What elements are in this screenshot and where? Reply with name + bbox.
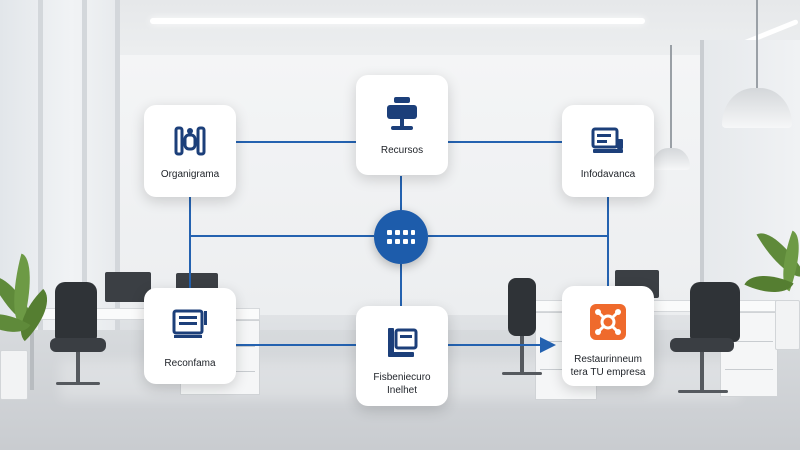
node-label: Recursos [380, 145, 424, 156]
org-chart-icon [168, 119, 212, 163]
node-reconfama[interactable]: Reconfama [144, 288, 236, 384]
node-label-line-2: Inelhet [386, 385, 418, 396]
office-chair-seat [50, 338, 106, 352]
node-restaurinneum[interactable]: Restaurinneum tera TU empresa [562, 286, 654, 386]
window-mullion [82, 0, 87, 330]
pendant-lamp [652, 148, 690, 170]
left-window [0, 0, 120, 330]
desk-leg [30, 320, 34, 390]
office-chair [690, 282, 740, 342]
ceiling-light-strip [150, 18, 645, 24]
user-desk-icon [380, 91, 424, 135]
monitor [105, 272, 151, 302]
window-mullion [115, 0, 120, 330]
document-list-icon [168, 302, 212, 346]
node-recursos[interactable]: Recursos [356, 75, 448, 175]
node-label: Fisbeniecuro [373, 372, 431, 383]
hub-node[interactable] [374, 210, 428, 264]
grid-dots-icon [387, 230, 415, 244]
presentation-board-icon [586, 119, 630, 163]
chair-base [678, 390, 728, 393]
lamp-cord [756, 0, 758, 90]
drawer-line [725, 369, 773, 370]
chair-post [520, 336, 524, 372]
node-organigrama[interactable]: Organigrama [144, 105, 236, 197]
chair-post [700, 352, 704, 390]
office-chair [508, 278, 536, 336]
chair-base [56, 382, 100, 385]
folder-tablet-icon [380, 320, 424, 364]
office-chair-seat [670, 338, 734, 352]
node-label: Infodavanca [580, 169, 636, 180]
network-app-icon [586, 300, 630, 344]
chair-base [502, 372, 542, 375]
chair-post [76, 352, 80, 382]
plant-pot [775, 300, 800, 350]
lamp-cord [670, 45, 672, 150]
office-chair [55, 282, 97, 342]
node-infodavanca[interactable]: Infodavanca [562, 105, 654, 197]
node-fisbeniecuro[interactable]: Fisbeniecuro Inelhet [356, 306, 448, 406]
node-label: Reconfama [164, 358, 216, 369]
node-label-line-2: tera TU empresa [570, 367, 646, 378]
drawer-line [725, 341, 773, 342]
node-label: Organigrama [160, 169, 220, 180]
plant-pot [0, 350, 28, 400]
node-label: Restaurinneum [574, 354, 642, 365]
window-mullion [38, 0, 43, 330]
